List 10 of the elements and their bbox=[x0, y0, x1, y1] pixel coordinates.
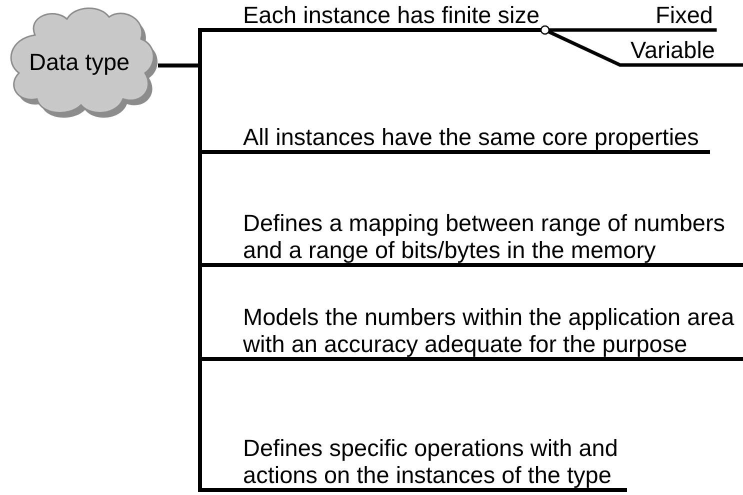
connector-line bbox=[540, 25, 743, 67]
node-label: Data type bbox=[29, 49, 130, 76]
branch-text: Each instance has finite size bbox=[240, 2, 545, 30]
branch-text: Fixed bbox=[600, 2, 715, 30]
branch-text: Variable bbox=[620, 37, 743, 65]
branch-text: Models the numbers within the application area with an accuracy adequate for the purpose bbox=[240, 300, 743, 359]
branch-text: All instances have the same core properties bbox=[240, 124, 708, 152]
branch-text: Defines a mapping between range of numbers and a range of bits/bytes in the memory bbox=[240, 206, 743, 265]
connector-line bbox=[158, 64, 627, 492]
branch-text: Defines specific operations with and actions on the instances of the type bbox=[240, 431, 625, 490]
